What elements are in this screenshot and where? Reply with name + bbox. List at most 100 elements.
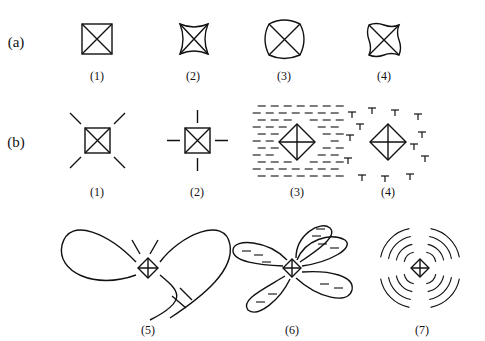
callout-number: (3)	[277, 70, 291, 82]
callout-number: (2)	[190, 186, 204, 198]
stroke	[279, 126, 287, 127]
figure-eight-lobes	[61, 230, 230, 320]
stroke	[253, 112, 261, 113]
contour-arc	[428, 244, 444, 260]
square-crystal-axial	[167, 110, 228, 171]
convex-crystal	[265, 20, 304, 59]
contour-arc	[429, 277, 451, 299]
stroke	[371, 108, 372, 114]
stroke	[351, 112, 352, 118]
stroke	[409, 174, 410, 180]
stroke	[331, 126, 339, 127]
stroke	[305, 112, 313, 113]
row-label: (b)	[7, 135, 25, 150]
stroke	[336, 133, 344, 134]
strain-contours	[381, 229, 460, 308]
stroke	[331, 140, 339, 141]
callout-number: (3)	[290, 186, 304, 198]
stroke	[266, 112, 274, 113]
stroke	[258, 175, 266, 176]
stroke	[318, 154, 326, 155]
stroke	[271, 105, 279, 106]
stroke	[258, 119, 266, 120]
callout-number: (6)	[285, 324, 299, 336]
stroke	[336, 175, 344, 176]
stroke	[323, 133, 331, 134]
stroke	[336, 147, 344, 148]
stroke	[424, 156, 425, 162]
stroke	[266, 126, 274, 127]
contour-arc	[404, 252, 414, 262]
stroke	[359, 124, 360, 130]
stroke	[331, 154, 339, 155]
stroke	[421, 132, 422, 138]
stroke	[310, 175, 318, 176]
stroke	[258, 161, 266, 162]
diamond-crystal	[279, 124, 315, 160]
stroke	[266, 154, 274, 155]
stroke	[320, 283, 329, 284]
square-crystal-radial	[70, 113, 125, 168]
stroke	[262, 261, 271, 262]
contour-arc	[388, 277, 410, 299]
contour-arc	[396, 244, 412, 260]
stroke	[284, 161, 292, 162]
dislocation-symbols	[344, 108, 429, 182]
stroke	[323, 161, 331, 162]
stroke	[266, 140, 274, 141]
stroke	[268, 293, 277, 294]
stroke	[349, 135, 350, 141]
stroke	[256, 301, 265, 302]
stroke	[331, 168, 339, 169]
stroke	[253, 154, 261, 155]
stroke	[258, 147, 266, 148]
stroke	[253, 126, 261, 127]
stroke	[318, 126, 326, 127]
contour-arc	[426, 274, 436, 284]
stroke	[297, 105, 305, 106]
stroke	[394, 110, 395, 116]
stroke	[292, 112, 300, 113]
stroke	[305, 168, 313, 169]
row-label: (a)	[8, 35, 25, 50]
stroke	[242, 250, 251, 251]
stroke	[347, 158, 348, 164]
callout-number: (1)	[90, 186, 104, 198]
twisted-crystal	[368, 24, 401, 57]
callout-number: (2)	[186, 70, 200, 82]
contour-arc	[429, 236, 451, 258]
contour-arc	[396, 276, 412, 292]
diamond-crystal	[411, 259, 429, 277]
stroke	[334, 287, 343, 288]
callout-number: (4)	[377, 70, 391, 82]
stroke	[331, 112, 339, 113]
stroke	[279, 168, 287, 169]
stroke	[310, 105, 318, 106]
cloud-lobes	[233, 226, 352, 312]
stroke	[417, 114, 418, 120]
stroke	[258, 133, 266, 134]
stroke	[323, 105, 331, 106]
stroke	[361, 175, 362, 181]
stroke	[253, 140, 261, 141]
stroke	[316, 228, 325, 229]
stroke	[297, 175, 305, 176]
stroke	[271, 119, 279, 120]
callout-number: (1)	[90, 70, 104, 82]
callout-number: (5)	[141, 324, 155, 336]
stroke	[336, 161, 344, 162]
contour-arc	[431, 229, 460, 258]
stroke	[271, 175, 279, 176]
diamond-crystal	[283, 259, 301, 277]
stroke	[323, 175, 331, 176]
stroke	[323, 147, 331, 148]
contour-arc	[404, 274, 414, 284]
stroke	[254, 254, 263, 255]
stroke	[271, 133, 279, 134]
stroke	[310, 161, 318, 162]
stroke	[330, 247, 339, 248]
contour-arc	[431, 279, 460, 308]
stroke	[318, 243, 327, 244]
